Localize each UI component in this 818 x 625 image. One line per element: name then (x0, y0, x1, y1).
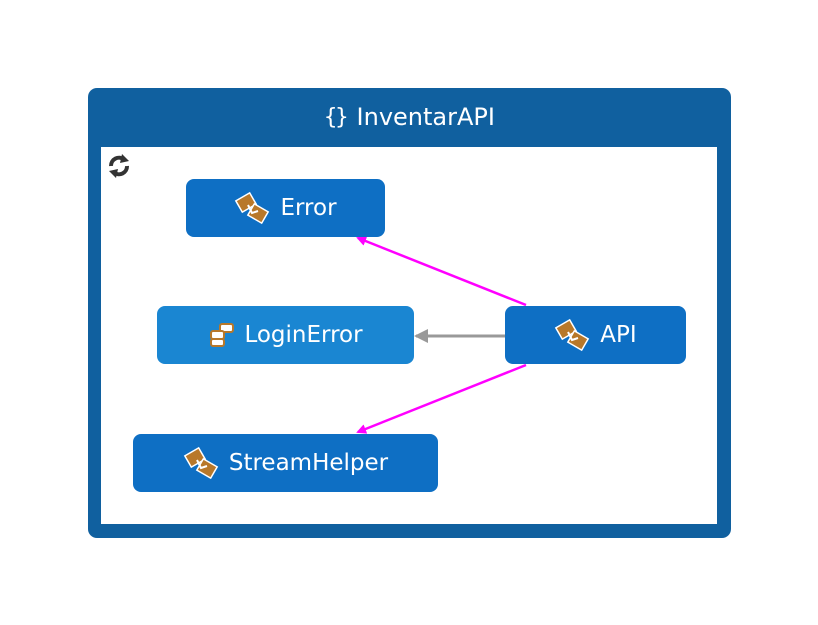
class-icon (183, 446, 219, 480)
struct-icon (210, 323, 235, 347)
node-api-label: API (600, 322, 637, 348)
node-loginerror[interactable]: LoginError (157, 306, 414, 364)
namespace-title: InventarAPI (356, 103, 495, 131)
refresh-icon[interactable] (104, 151, 134, 181)
node-api[interactable]: API (505, 306, 686, 364)
class-icon (555, 318, 590, 352)
node-streamhelper[interactable]: StreamHelper (133, 434, 438, 492)
namespace-braces-icon: {} (324, 104, 348, 130)
node-error[interactable]: Error (186, 179, 385, 237)
namespace-header: {} InventarAPI (88, 88, 731, 146)
node-error-label: Error (280, 195, 337, 221)
class-icon (235, 191, 270, 225)
node-loginerror-label: LoginError (244, 322, 363, 348)
node-streamhelper-label: StreamHelper (228, 450, 389, 476)
